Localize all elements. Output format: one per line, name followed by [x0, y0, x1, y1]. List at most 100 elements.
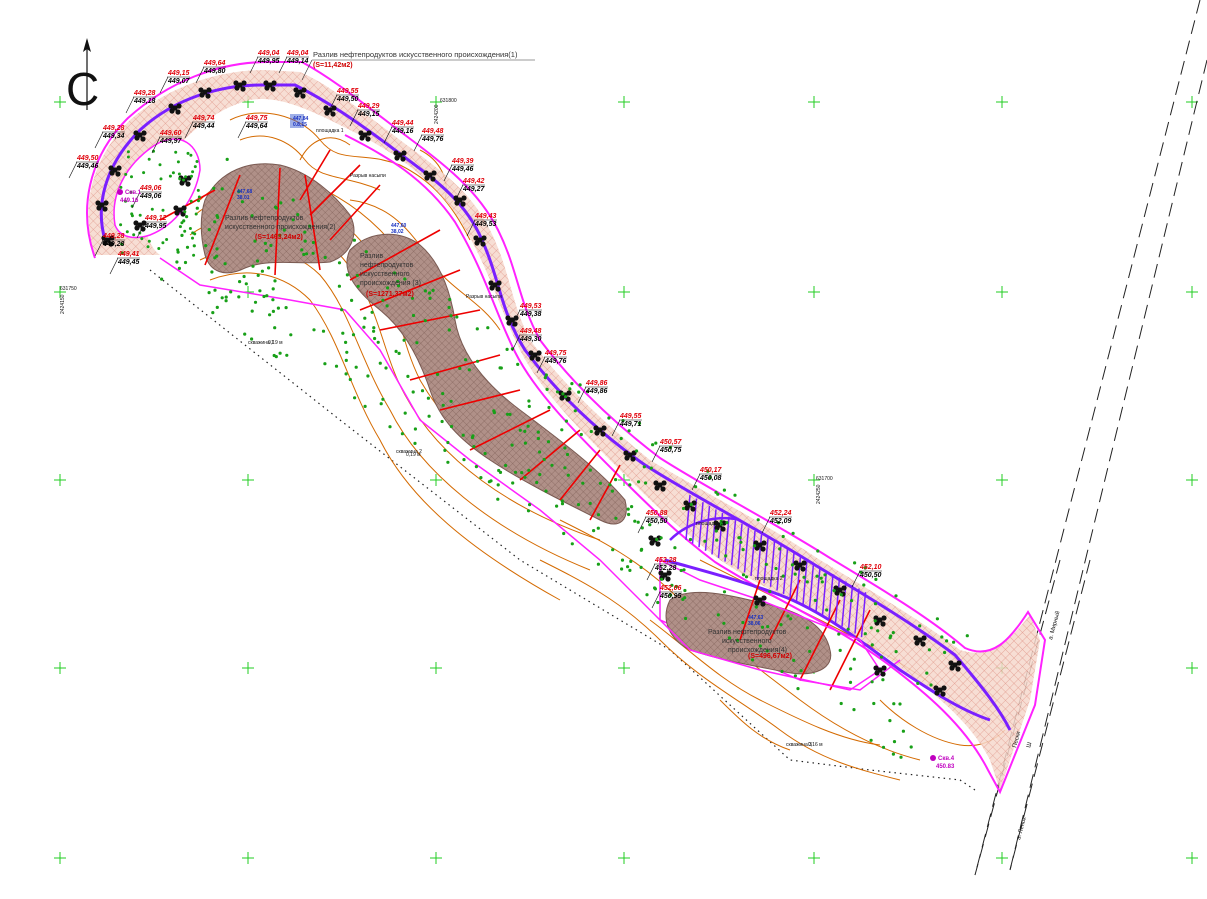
tree-marker — [305, 252, 309, 256]
shrub-clump — [648, 535, 662, 547]
tree-marker — [243, 332, 247, 336]
tree-marker — [403, 277, 407, 281]
tree-marker — [634, 449, 639, 453]
elevation-top: 449,48 — [519, 328, 542, 335]
road-label-3: Пески — [1012, 731, 1022, 749]
elevation-bottom: 450,95 — [659, 593, 682, 600]
tree-marker — [461, 433, 465, 437]
tree-marker — [431, 288, 435, 292]
tree-marker — [178, 225, 182, 229]
tree-marker — [449, 314, 453, 318]
tree-marker — [620, 558, 625, 562]
elevation-top: 449,86 — [585, 380, 608, 387]
grid-label-a: 631800 — [440, 98, 457, 104]
tree-marker — [543, 376, 547, 380]
tree-marker — [513, 470, 518, 474]
grid-coordinate-labels: 631800 2424200 631750 2424150 631700 242… — [60, 98, 833, 504]
tree-marker — [849, 667, 853, 671]
tree-marker — [486, 326, 490, 330]
tree-marker — [119, 185, 123, 189]
elevation-leader-lines — [68, 56, 861, 609]
tree-marker — [215, 214, 219, 218]
grid-cross — [430, 96, 442, 108]
tree-marker — [180, 234, 184, 237]
tree-marker — [355, 273, 359, 278]
tree-marker — [781, 534, 785, 539]
tree-marker — [520, 471, 524, 475]
boring-2-label: скважина 2 — [396, 449, 422, 455]
tree-marker — [344, 358, 348, 362]
well-1: Скв.1 449.16 — [117, 189, 142, 204]
tree-marker — [415, 341, 419, 345]
tree-marker — [381, 397, 385, 401]
fence-tick — [808, 563, 815, 609]
elevation-bottom: 449,28 — [102, 241, 125, 248]
tree-marker — [178, 177, 182, 181]
tree-marker — [589, 429, 593, 434]
elevation-bottom: 450,50 — [645, 518, 668, 525]
grid-label-a: 631750 — [60, 286, 77, 292]
tree-marker — [278, 351, 282, 355]
tree-markers — [119, 149, 969, 759]
elevation-bottom: 449,95 — [257, 58, 280, 65]
pond-3-e1: 447,60 — [391, 223, 407, 229]
tree-marker — [237, 190, 241, 194]
tree-marker — [126, 155, 130, 159]
elevation-bottom: 449,71 — [619, 421, 642, 428]
boring-3-label: скважина 3 — [786, 742, 812, 748]
tree-marker — [443, 448, 447, 452]
tree-marker — [640, 526, 644, 530]
grid-cross — [996, 286, 1008, 298]
tree-marker — [269, 243, 273, 248]
tree-marker — [255, 259, 260, 263]
tree-marker — [177, 172, 181, 176]
tree-marker — [892, 702, 896, 706]
tree-marker — [776, 521, 781, 525]
grid-cross — [1186, 662, 1198, 674]
tree-marker — [428, 296, 432, 300]
tree-marker — [741, 548, 745, 552]
tree-marker — [441, 392, 445, 396]
tree-marker — [207, 291, 211, 295]
shrub-clump — [913, 635, 927, 647]
tree-marker — [741, 573, 746, 577]
elevation-top: 449,44 — [391, 120, 414, 127]
tree-marker — [386, 286, 390, 290]
tree-marker — [312, 328, 316, 332]
leader-line — [109, 257, 119, 275]
elevation-bottom: 449,16 — [391, 128, 414, 135]
spill-1-name: Разлив нефтепродуктов искусственного про… — [313, 50, 518, 59]
tree-marker — [870, 643, 874, 647]
elevation-bottom: 450,08 — [699, 475, 722, 482]
grid-cross — [54, 852, 66, 864]
grid-cross — [618, 96, 630, 108]
tree-marker — [750, 658, 755, 662]
tree-marker — [649, 466, 653, 470]
spill-3-line3: искусственного — [360, 271, 410, 278]
tree-marker — [688, 537, 693, 542]
tree-marker — [629, 559, 633, 564]
shrub-clump — [833, 585, 847, 597]
tree-marker — [303, 239, 307, 243]
shrub-clump — [948, 660, 962, 672]
tree-marker — [636, 520, 640, 524]
tree-marker — [197, 199, 200, 203]
spill-2-label: Разлив нефтепродуктов искусственного про… — [225, 215, 336, 241]
tree-marker — [260, 269, 264, 273]
tree-marker — [637, 480, 641, 484]
tree-marker — [220, 296, 224, 300]
tree-marker — [229, 290, 233, 294]
tree-marker — [952, 640, 956, 644]
tree-marker — [766, 625, 770, 629]
tree-marker — [815, 574, 819, 578]
